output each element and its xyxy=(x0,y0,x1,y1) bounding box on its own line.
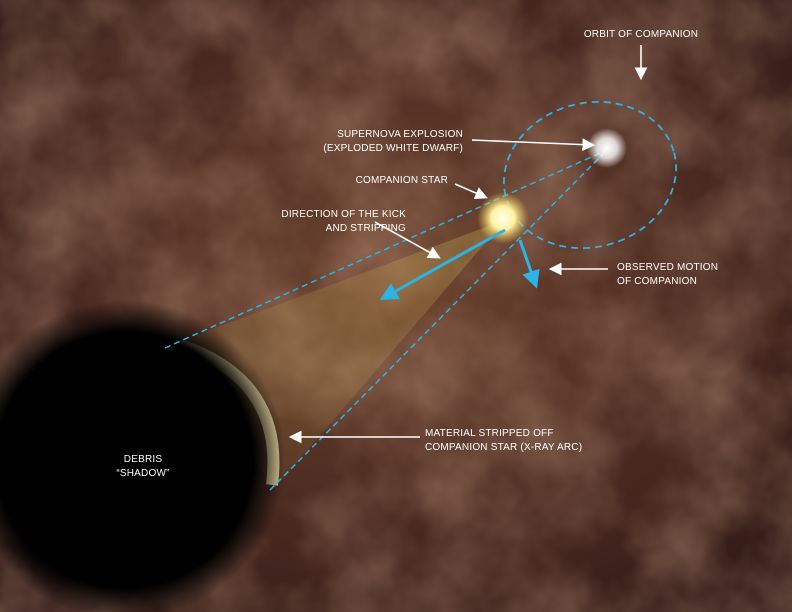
orbit-label: ORBIT OF COMPANION xyxy=(584,29,698,40)
debris-label-2: “SHADOW” xyxy=(116,468,169,479)
companion-star xyxy=(477,192,529,244)
supernova-pointer-arrow xyxy=(471,138,596,151)
material-label-1: MATERIAL STRIPPED OFF xyxy=(425,428,554,439)
companion-pointer-arrow xyxy=(454,183,488,200)
observed-motion-arrow xyxy=(518,239,540,289)
supernova-label-2: (EXPLODED WHITE DWARF) xyxy=(323,143,463,154)
companion-label: COMPANION STAR xyxy=(356,175,448,186)
kick-direction-arrow xyxy=(379,228,506,300)
cone-edge-upper xyxy=(164,149,608,349)
motion-label-2: OF COMPANION xyxy=(617,276,697,287)
supernova-label-1: SUPERNOVA EXPLOSION xyxy=(337,129,463,140)
debris-shadow xyxy=(0,300,285,612)
kick-label-1: DIRECTION OF THE KICK xyxy=(281,209,406,220)
motion-label-1: OBSERVED MOTION xyxy=(617,262,718,273)
material-label-2: COMPANION STAR (X-RAY ARC) xyxy=(425,442,582,453)
kick-pointer-arrow xyxy=(374,221,441,259)
supernova-explosion xyxy=(587,128,627,168)
companion-orbit xyxy=(503,100,677,250)
kick-label-2: AND STRIPPING xyxy=(326,223,406,234)
debris-label-1: DEBRIS xyxy=(124,454,163,465)
